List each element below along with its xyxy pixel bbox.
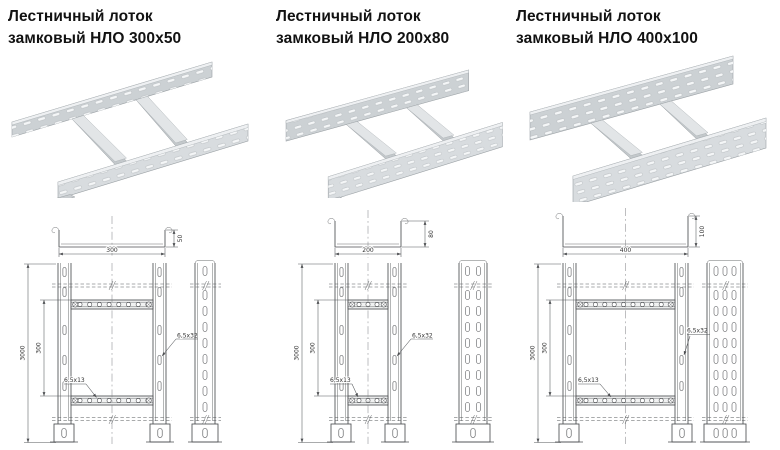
product-column-200x80: Лестничный лоток замковый НЛО 200х80 200…: [268, 0, 508, 450]
front-view-feet: [50, 421, 174, 443]
near-rail-perforation: [328, 122, 503, 198]
near-rail-flange: [572, 117, 767, 180]
rung-hole-leader: [85, 383, 97, 398]
product-title: Лестничный лоток замковый НЛО 200х80: [276, 6, 449, 50]
rung-2-top: [135, 96, 188, 144]
front-view-rails: [57, 263, 167, 421]
right-rail-slots: [392, 267, 397, 391]
dim-height-label: 80: [428, 230, 435, 238]
near-rail-foot: [582, 201, 587, 202]
dim-height-label: 50: [177, 235, 184, 243]
rung-2-top: [659, 100, 709, 137]
far-rail-perforation: [286, 70, 469, 142]
rung-top: [347, 299, 389, 310]
dim-width-label: 400: [620, 247, 632, 254]
dim-rung-spacing-label: 300: [310, 342, 317, 354]
product-column-300x50: Лестничный лоток замковый НЛО 300х50 300…: [0, 0, 258, 450]
far-rail-flange: [529, 55, 734, 116]
right-rail-slots: [157, 267, 162, 391]
product-title: Лестничный лоток замковый НЛО 300х50: [8, 6, 181, 50]
dim-width-label: 300: [106, 247, 118, 254]
front-view-rails: [562, 263, 689, 421]
rail-slot-leader: [396, 338, 412, 357]
product-photo-400x100: [529, 55, 767, 202]
near-rail-flange: [328, 122, 503, 181]
product-title-line2: замковый НЛО 300х50: [8, 30, 182, 47]
technical-drawing-200x80: 200 80: [293, 210, 494, 444]
front-view-feet: [555, 421, 696, 443]
product-title-line1: Лестничный лоток: [8, 8, 153, 25]
product-title-line2: замковый НЛО 200х80: [276, 30, 450, 47]
left-rail-slots: [62, 267, 67, 391]
product-column-400x100: Лестничный лоток замковый НЛО 400х100 40…: [508, 0, 780, 450]
product-title: Лестничный лоток замковый НЛО 400х100: [516, 6, 698, 50]
product-title-line1: Лестничный лоток: [276, 8, 421, 25]
product-title-line2: замковый НЛО 400х100: [516, 30, 698, 47]
near-rail-perforation: [573, 118, 766, 202]
rail-slot-label: 6,5х32: [687, 328, 708, 335]
right-rail-slots: [679, 267, 684, 391]
product-title-line1: Лестничный лоток: [516, 8, 661, 25]
side-view: [452, 260, 494, 443]
near-rail-foot: [334, 196, 343, 198]
rung-hole-leader: [351, 383, 359, 398]
break-lines: [52, 280, 221, 425]
rung-2-top: [406, 104, 455, 139]
product-photo-200x80: [285, 69, 503, 198]
far-rail-perforation: [12, 62, 212, 137]
front-view-rails: [334, 263, 402, 421]
technical-drawing-300x50: 300 50: [19, 216, 222, 444]
side-view: [700, 260, 750, 443]
rail-slot-label: 6,5х32: [412, 333, 433, 340]
rung-1-top: [345, 121, 397, 157]
rung-hole-label: 6,5х13: [64, 377, 85, 384]
dim-width-label: 200: [362, 247, 374, 254]
dim-length-label: 3000: [294, 345, 301, 360]
rail-slot-label: 6,5х32: [177, 333, 198, 340]
far-rail-flange: [11, 61, 213, 126]
break-lines: [329, 280, 492, 425]
technical-drawing-400x100: 400 100: [529, 208, 750, 444]
rung-hole-leader: [599, 383, 612, 398]
dim-length-label: 3000: [530, 345, 537, 360]
front-view-feet: [327, 421, 409, 443]
lock-lip-left: [555, 213, 564, 220]
far-rail-flange: [285, 69, 469, 124]
near-rail-flange: [57, 123, 249, 186]
left-rail-slots: [339, 267, 344, 391]
rung-1-top: [590, 119, 643, 156]
near-rail-foot: [56, 194, 76, 198]
rail-slot-leader: [161, 338, 177, 357]
lock-lip-left: [51, 227, 60, 234]
cross-section-channel: [58, 230, 166, 248]
rung-1-top: [71, 115, 127, 162]
near-rail-perforation: [58, 124, 248, 198]
dim-length-label: 3000: [20, 345, 27, 360]
rung-hole-label: 6,5х13: [330, 377, 351, 384]
lock-lip-left: [327, 218, 336, 225]
break-lines: [557, 280, 748, 425]
dim-rung-spacing-label: 300: [36, 342, 43, 354]
far-rail-perforation: [530, 56, 733, 140]
side-view: [188, 260, 222, 443]
product-photo-300x50: [11, 61, 249, 198]
rung-hole-label: 6,5х13: [578, 377, 599, 384]
left-rail-slots: [567, 267, 572, 391]
dim-rung-spacing-label: 300: [542, 342, 549, 354]
rail-slot-leader: [683, 335, 691, 356]
dim-height-label: 100: [699, 226, 706, 238]
